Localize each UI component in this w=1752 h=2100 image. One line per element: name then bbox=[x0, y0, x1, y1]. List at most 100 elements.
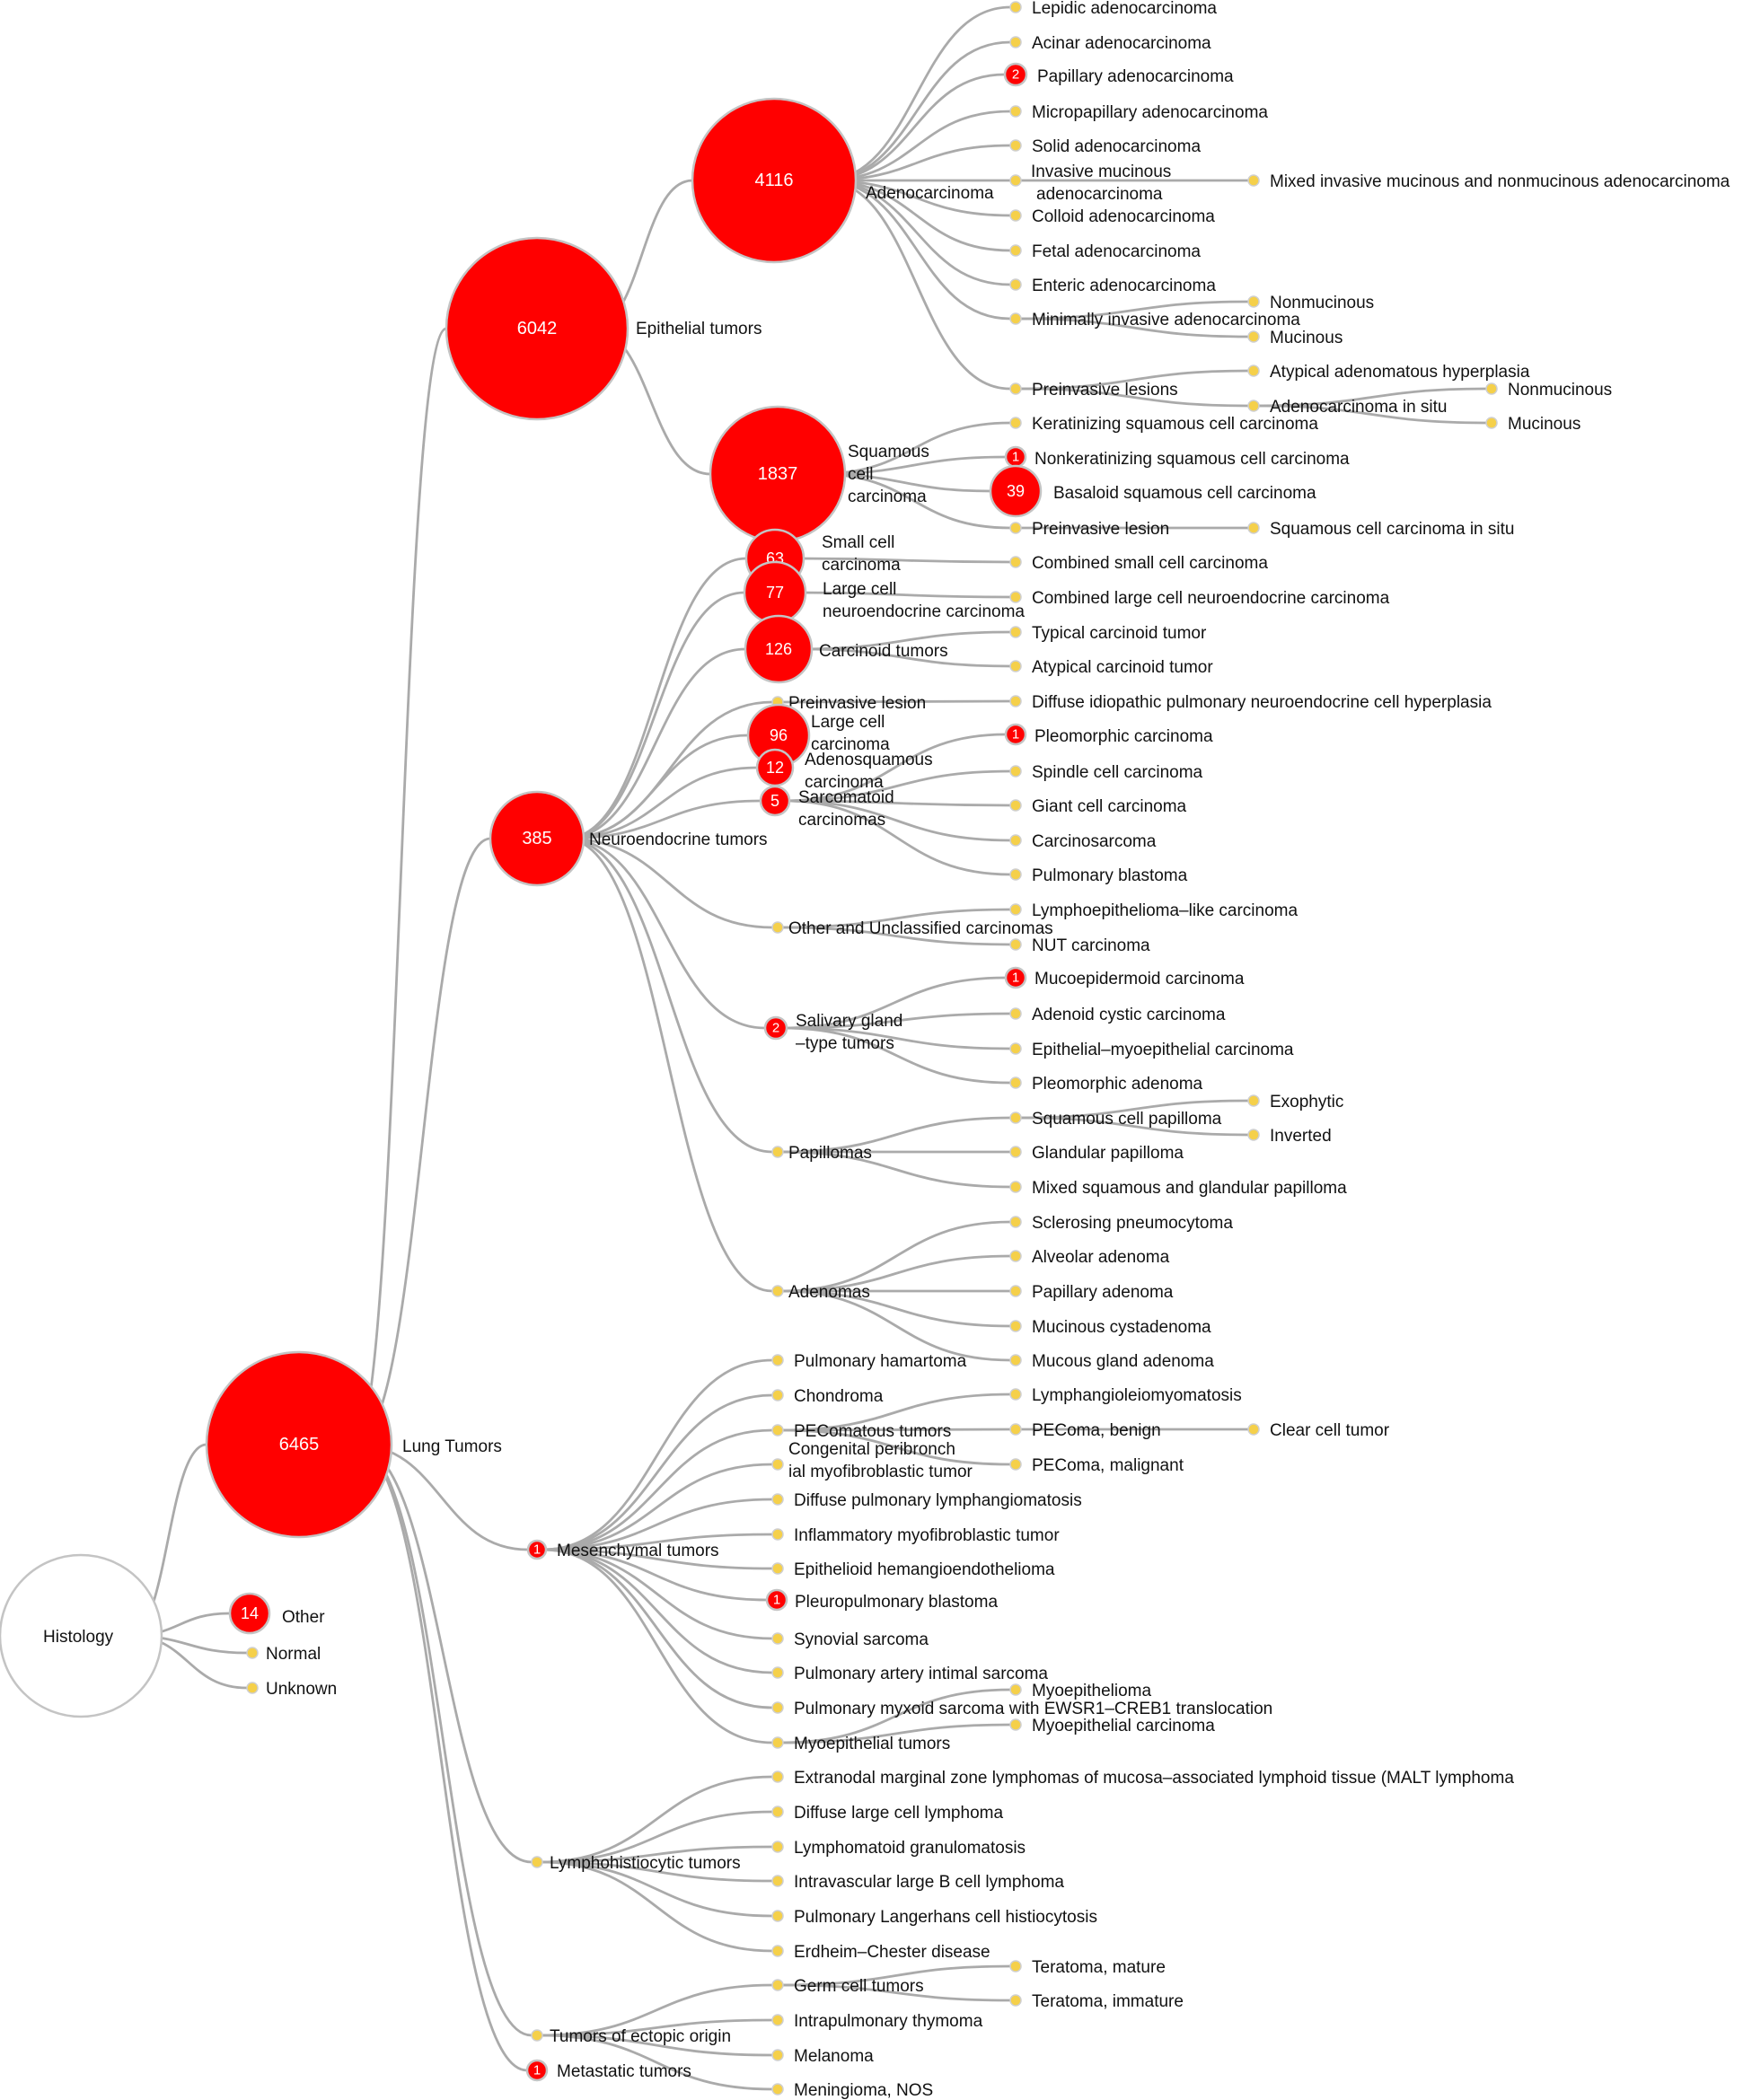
count-node-circle[interactable] bbox=[525, 2059, 549, 2082]
count-node-circle[interactable] bbox=[489, 790, 585, 887]
leaf-node-marker[interactable] bbox=[1247, 1094, 1260, 1107]
leaf-node-marker[interactable] bbox=[1009, 1423, 1022, 1436]
leaf-node-marker[interactable] bbox=[1009, 556, 1022, 568]
tree-node-synovial-sarcoma[interactable]: Synovial sarcoma bbox=[771, 1630, 929, 1649]
leaf-node-marker[interactable] bbox=[531, 2029, 543, 2042]
leaf-node-marker[interactable] bbox=[1009, 522, 1022, 534]
tree-node-lymphomatoid-granulomatosis[interactable]: Lymphomatoid granulomatosis bbox=[771, 1839, 1026, 1858]
tree-node-giant-cell-carcinoma[interactable]: Giant cell carcinoma bbox=[1009, 797, 1187, 816]
tree-node-extranodal-marginal-zone-lymphomas-of-mucosa-associated-lymphoid-tissue-malt-lymphoma[interactable]: Extranodal marginal zone lymphomas of mu… bbox=[771, 1769, 1514, 1788]
leaf-node-marker[interactable] bbox=[771, 1979, 784, 1991]
tree-node-keratinizing-squamous-cell-carcinoma[interactable]: Keratinizing squamous cell carcinoma bbox=[1009, 415, 1318, 434]
tree-node-pulmonary-hamartoma[interactable]: Pulmonary hamartoma bbox=[771, 1352, 967, 1371]
tree-node-colloid-adenocarcinoma[interactable]: Colloid adenocarcinoma bbox=[1009, 207, 1215, 226]
leaf-node-marker[interactable] bbox=[1009, 209, 1022, 222]
leaf-node-marker[interactable] bbox=[1009, 1216, 1022, 1228]
tree-node-histology[interactable]: Histology bbox=[0, 1553, 163, 1718]
tree-node-nonmucinous[interactable]: Nonmucinous bbox=[1485, 381, 1612, 400]
leaf-node-marker[interactable] bbox=[1009, 139, 1022, 152]
tree-node-minimally-invasive-adenocarcinoma[interactable]: Minimally invasive adenocarcinoma bbox=[1009, 311, 1300, 329]
tree-node-enteric-adenocarcinoma[interactable]: Enteric adenocarcinoma bbox=[1009, 277, 1216, 295]
tree-node-epithelial-myoepithelial-carcinoma[interactable]: Epithelial–myoepithelial carcinoma bbox=[1009, 1041, 1294, 1059]
leaf-node-marker[interactable] bbox=[1009, 1181, 1022, 1193]
tree-node-diffuse-idiopathic-pulmonary-neuroendocrine-cell-hyperplasia[interactable]: Diffuse idiopathic pulmonary neuroendocr… bbox=[1009, 693, 1492, 712]
tree-node-adenomas[interactable]: Adenomas bbox=[771, 1283, 870, 1302]
leaf-node-marker[interactable] bbox=[1009, 695, 1022, 707]
leaf-node-marker[interactable] bbox=[1009, 1994, 1022, 2007]
tree-node-spindle-cell-carcinoma[interactable]: Spindle cell carcinoma bbox=[1009, 763, 1203, 782]
leaf-node-marker[interactable] bbox=[1247, 174, 1260, 187]
leaf-node-marker[interactable] bbox=[1009, 1388, 1022, 1401]
leaf-node-marker[interactable] bbox=[1009, 244, 1022, 257]
tree-node-intrapulmonary-thymoma[interactable]: Intrapulmonary thymoma bbox=[771, 2012, 983, 2031]
tree-node-mucinous[interactable]: Mucinous bbox=[1485, 415, 1580, 434]
count-node-circle[interactable] bbox=[765, 1588, 788, 1612]
leaf-node-marker[interactable] bbox=[1009, 1112, 1022, 1124]
tree-node-sclerosing-pneumocytoma[interactable]: Sclerosing pneumocytoma bbox=[1009, 1214, 1233, 1233]
count-node-circle[interactable] bbox=[989, 464, 1043, 518]
tree-node-intravascular-large-b-cell-lymphoma[interactable]: Intravascular large B cell lymphoma bbox=[771, 1873, 1064, 1892]
tree-node-lymphangioleiomyomatosis[interactable]: Lymphangioleiomyomatosis bbox=[1009, 1386, 1242, 1405]
leaf-node-marker[interactable] bbox=[1009, 382, 1022, 395]
leaf-node-marker[interactable] bbox=[246, 1647, 259, 1659]
tree-node-pulmonary-langerhans-cell-histiocytosis[interactable]: Pulmonary Langerhans cell histiocytosis bbox=[771, 1908, 1097, 1927]
leaf-node-marker[interactable] bbox=[1009, 312, 1022, 325]
leaf-node-marker[interactable] bbox=[1009, 1458, 1022, 1471]
tree-node-typical-carcinoid-tumor[interactable]: Typical carcinoid tumor bbox=[1009, 624, 1207, 643]
tree-node-adenoid-cystic-carcinoma[interactable]: Adenoid cystic carcinoma bbox=[1009, 1006, 1226, 1024]
root-node-circle[interactable] bbox=[0, 1553, 163, 1718]
leaf-node-marker[interactable] bbox=[1009, 938, 1022, 951]
leaf-node-marker[interactable] bbox=[1009, 1354, 1022, 1366]
tree-node-pleomorphic-adenoma[interactable]: Pleomorphic adenoma bbox=[1009, 1075, 1203, 1094]
tree-node-lepidic-adenocarcinoma[interactable]: Lepidic adenocarcinoma bbox=[1009, 0, 1217, 18]
tree-node-nonmucinous[interactable]: Nonmucinous bbox=[1247, 294, 1374, 312]
tree-node-preinvasive-lesions[interactable]: Preinvasive lesions bbox=[1009, 381, 1178, 400]
leaf-node-marker[interactable] bbox=[1009, 799, 1022, 812]
leaf-node-marker[interactable] bbox=[1009, 1076, 1022, 1089]
tree-node-mixed-squamous-and-glandular-papilloma[interactable]: Mixed squamous and glandular papilloma bbox=[1009, 1179, 1347, 1198]
tree-node-melanoma[interactable]: Melanoma bbox=[771, 2047, 874, 2066]
leaf-node-marker[interactable] bbox=[771, 1285, 784, 1297]
tree-node-tumors-of-ectopic-origin[interactable]: Tumors of ectopic origin bbox=[531, 2027, 731, 2046]
leaf-node-marker[interactable] bbox=[771, 1736, 784, 1749]
tree-node-myoepithelioma[interactable]: Myoepithelioma bbox=[1009, 1682, 1151, 1700]
tree-node-combined-small-cell-carcinoma[interactable]: Combined small cell carcinoma bbox=[1009, 554, 1268, 573]
leaf-node-marker[interactable] bbox=[771, 921, 784, 934]
count-node-circle[interactable] bbox=[1004, 966, 1027, 989]
count-node-circle[interactable] bbox=[1003, 62, 1028, 87]
leaf-node-marker[interactable] bbox=[1247, 365, 1260, 377]
tree-node-other-and-unclassified-carcinomas[interactable]: Other and Unclassified carcinomas bbox=[771, 919, 1053, 938]
leaf-node-marker[interactable] bbox=[771, 2083, 784, 2096]
leaf-node-marker[interactable] bbox=[1009, 1285, 1022, 1297]
tree-node-lymphohistiocytic-tumors[interactable]: Lymphohistiocytic tumors bbox=[531, 1854, 741, 1873]
count-node-circle[interactable] bbox=[445, 236, 629, 421]
tree-node-mixed-invasive-mucinous-and-nonmucinous-adenocarcinoma[interactable]: Mixed invasive mucinous and nonmucinous … bbox=[1247, 172, 1730, 191]
tree-node-myoepithelial-carcinoma[interactable]: Myoepithelial carcinoma bbox=[1009, 1717, 1215, 1735]
tree-node-acinar-adenocarcinoma[interactable]: Acinar adenocarcinoma bbox=[1009, 34, 1211, 53]
leaf-node-marker[interactable] bbox=[1247, 330, 1260, 343]
tree-node-squamous-cell-carcinoma-in-situ[interactable]: Squamous cell carcinoma in situ bbox=[1247, 520, 1514, 539]
tree-node-atypical-adenomatous-hyperplasia[interactable]: Atypical adenomatous hyperplasia bbox=[1247, 363, 1530, 382]
tree-node-nut-carcinoma[interactable]: NUT carcinoma bbox=[1009, 936, 1150, 955]
tree-node-normal[interactable]: Normal bbox=[246, 1645, 321, 1664]
tree-node-myoepithelial-tumors[interactable]: Myoepithelial tumors bbox=[771, 1735, 950, 1753]
leaf-node-marker[interactable] bbox=[771, 1771, 784, 1783]
leaf-node-marker[interactable] bbox=[1247, 522, 1260, 534]
tree-node-fetal-adenocarcinoma[interactable]: Fetal adenocarcinoma bbox=[1009, 242, 1201, 261]
tree-node-carcinosarcoma[interactable]: Carcinosarcoma bbox=[1009, 832, 1157, 851]
leaf-node-marker[interactable] bbox=[1009, 903, 1022, 916]
